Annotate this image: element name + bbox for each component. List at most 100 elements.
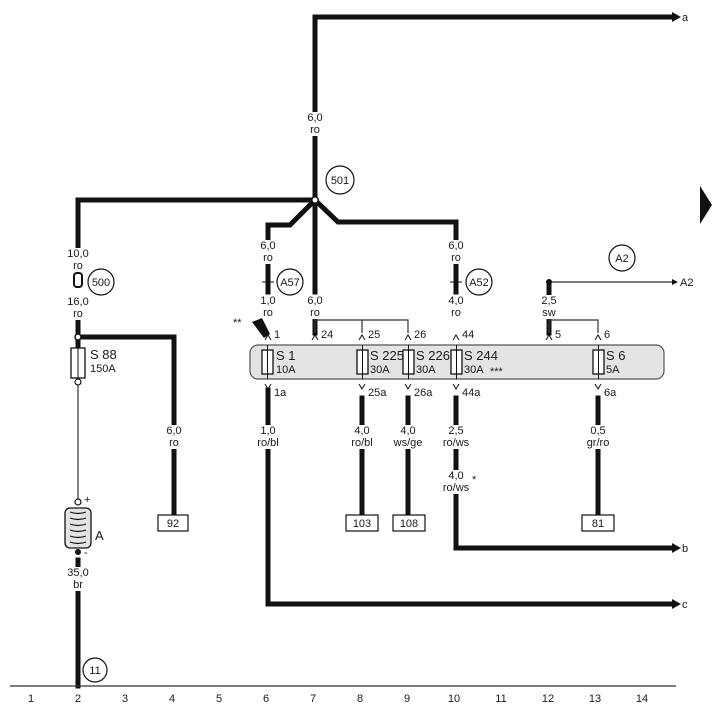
wire-s1-out-to-c — [265, 387, 675, 607]
ref-103-label: 103 — [353, 518, 371, 530]
wire-s244-out-2-color: ro/ws — [443, 482, 470, 494]
grid-6: 6 — [263, 693, 269, 705]
battery-plus-label: + — [84, 494, 90, 506]
fuse-s244-mark: *** — [490, 366, 504, 378]
label-backing — [72, 260, 84, 272]
battery-minus-terminal — [75, 549, 81, 555]
label-backing — [259, 295, 277, 307]
label-backing — [589, 425, 607, 437]
battery-label: A — [95, 528, 104, 543]
wire-s244-out-1-size: 2,5 — [448, 425, 463, 437]
wire-s1-out-color: ro/bl — [257, 437, 278, 449]
label-backing — [447, 240, 465, 252]
arrow-a2 — [672, 279, 678, 285]
connector-501-label: 501 — [331, 175, 349, 187]
grid-9: 9 — [404, 693, 410, 705]
wire-to-92 — [75, 334, 177, 518]
label-backing — [585, 437, 611, 449]
battery-A — [64, 507, 92, 555]
wire-s225-out-size: 4,0 — [354, 425, 369, 437]
junctions — [74, 196, 552, 506]
wire-s244-in-bottom-color: ro — [451, 307, 461, 319]
label-backing — [259, 240, 277, 252]
ref-103-box[interactable] — [345, 514, 379, 532]
pin-5-label: 5 — [555, 329, 561, 341]
grid-4: 4 — [169, 693, 175, 705]
connector-11-label: 11 — [89, 665, 100, 677]
junction-s88 — [74, 333, 82, 341]
wire-battery-size: 35,0 — [67, 567, 88, 579]
grid-10: 10 — [448, 693, 460, 705]
connector-500-plug — [73, 272, 83, 288]
wire-s244-in-bottom-size: 4,0 — [448, 295, 463, 307]
connector-a2-circle[interactable] — [608, 244, 636, 272]
arrow-a — [672, 12, 681, 22]
wire-s1-in-bottom-size: 1,0 — [260, 295, 275, 307]
s1-feed-arrow — [252, 318, 270, 338]
label-backing — [540, 295, 558, 307]
label-backing — [447, 470, 465, 482]
wire-s225-in-color: ro — [310, 307, 320, 319]
page-continue-arrow[interactable] — [700, 186, 712, 224]
wire-s226-out-size: 4,0 — [400, 425, 415, 437]
wire-s226-out-color: ws/ge — [393, 437, 423, 449]
wire-left-bottom-color: ro — [73, 308, 83, 320]
connector-a2-label: A2 — [615, 253, 628, 265]
junction-a2 — [546, 279, 552, 285]
label-backing — [450, 252, 462, 264]
wire-s6-out-size: 0,5 — [590, 425, 605, 437]
grid-13: 13 — [589, 693, 601, 705]
pin-24-label: 24 — [321, 329, 333, 341]
wire-s244-in-top-size: 6,0 — [448, 240, 463, 252]
wire-s6-out-color: gr/ro — [587, 437, 610, 449]
wire-s1-in-top-color: ro — [263, 252, 273, 264]
ref-92-label: 92 — [167, 518, 179, 530]
ref-92-box[interactable] — [157, 514, 189, 532]
fuse-s225-pin-out: 25a — [368, 387, 387, 399]
label-backing — [66, 296, 90, 308]
label-backing — [309, 124, 321, 136]
label-backing — [306, 112, 324, 124]
fuse-s226-pin-in: 26 — [414, 329, 426, 341]
edge-ref-b: b — [682, 543, 688, 555]
label-backing — [165, 425, 183, 437]
fuse-center-lines — [77, 345, 599, 379]
connector-a52-circle[interactable] — [465, 268, 493, 296]
ref-108-label: 108 — [400, 518, 418, 530]
edge-ref-a: a — [682, 12, 689, 24]
label-backing — [256, 437, 280, 449]
wire-left-bottom-size: 16,0 — [67, 296, 88, 308]
wire-s1-out-size: 1,0 — [260, 425, 275, 437]
label-backing — [168, 437, 180, 449]
arrow-c — [672, 599, 681, 609]
ref-81-box[interactable] — [581, 514, 615, 532]
wire-s244-out-1-color: ro/ws — [443, 437, 470, 449]
label-backing — [441, 437, 471, 449]
connector-11-circle[interactable] — [82, 657, 108, 683]
wire-battery-color: br — [73, 579, 83, 591]
fuse-s244-pin-out: 44a — [462, 387, 481, 399]
connector-501-circle[interactable] — [325, 165, 355, 195]
s244-single-star: * — [472, 474, 477, 486]
wire-labels: 6,0 ro 10,0 ro 16,0 ro 6,0 ro 1,0 ro 6,0… — [66, 112, 611, 591]
wire-s244-out-2-size: 4,0 — [448, 470, 463, 482]
fuse-s1-amp: 10A — [276, 364, 296, 376]
connector-500-label: 500 — [92, 277, 110, 289]
fuse-s88-amp: 150A — [90, 363, 116, 375]
connector-a57-label: A57 — [280, 277, 300, 289]
wire-s225-out-color: ro/bl — [351, 437, 372, 449]
fuse-s225-id: S 225 — [370, 348, 404, 363]
battery-minus-label: - — [84, 547, 88, 559]
fuse-s244-id: S 244 — [464, 348, 498, 363]
wire-s1-in-bottom-color: ro — [263, 307, 273, 319]
connector-a57-circle[interactable] — [276, 268, 304, 296]
label-backing — [541, 307, 557, 319]
fuse-s244-pin-in: 44 — [462, 329, 474, 341]
junction-s88-out — [74, 378, 82, 386]
bridge-5-6 — [548, 319, 599, 333]
ref-81-label: 81 — [592, 518, 604, 530]
connector-500-circle[interactable] — [87, 268, 115, 296]
ref-108-box[interactable] — [392, 514, 426, 532]
wire-left-top-color: ro — [73, 260, 83, 272]
